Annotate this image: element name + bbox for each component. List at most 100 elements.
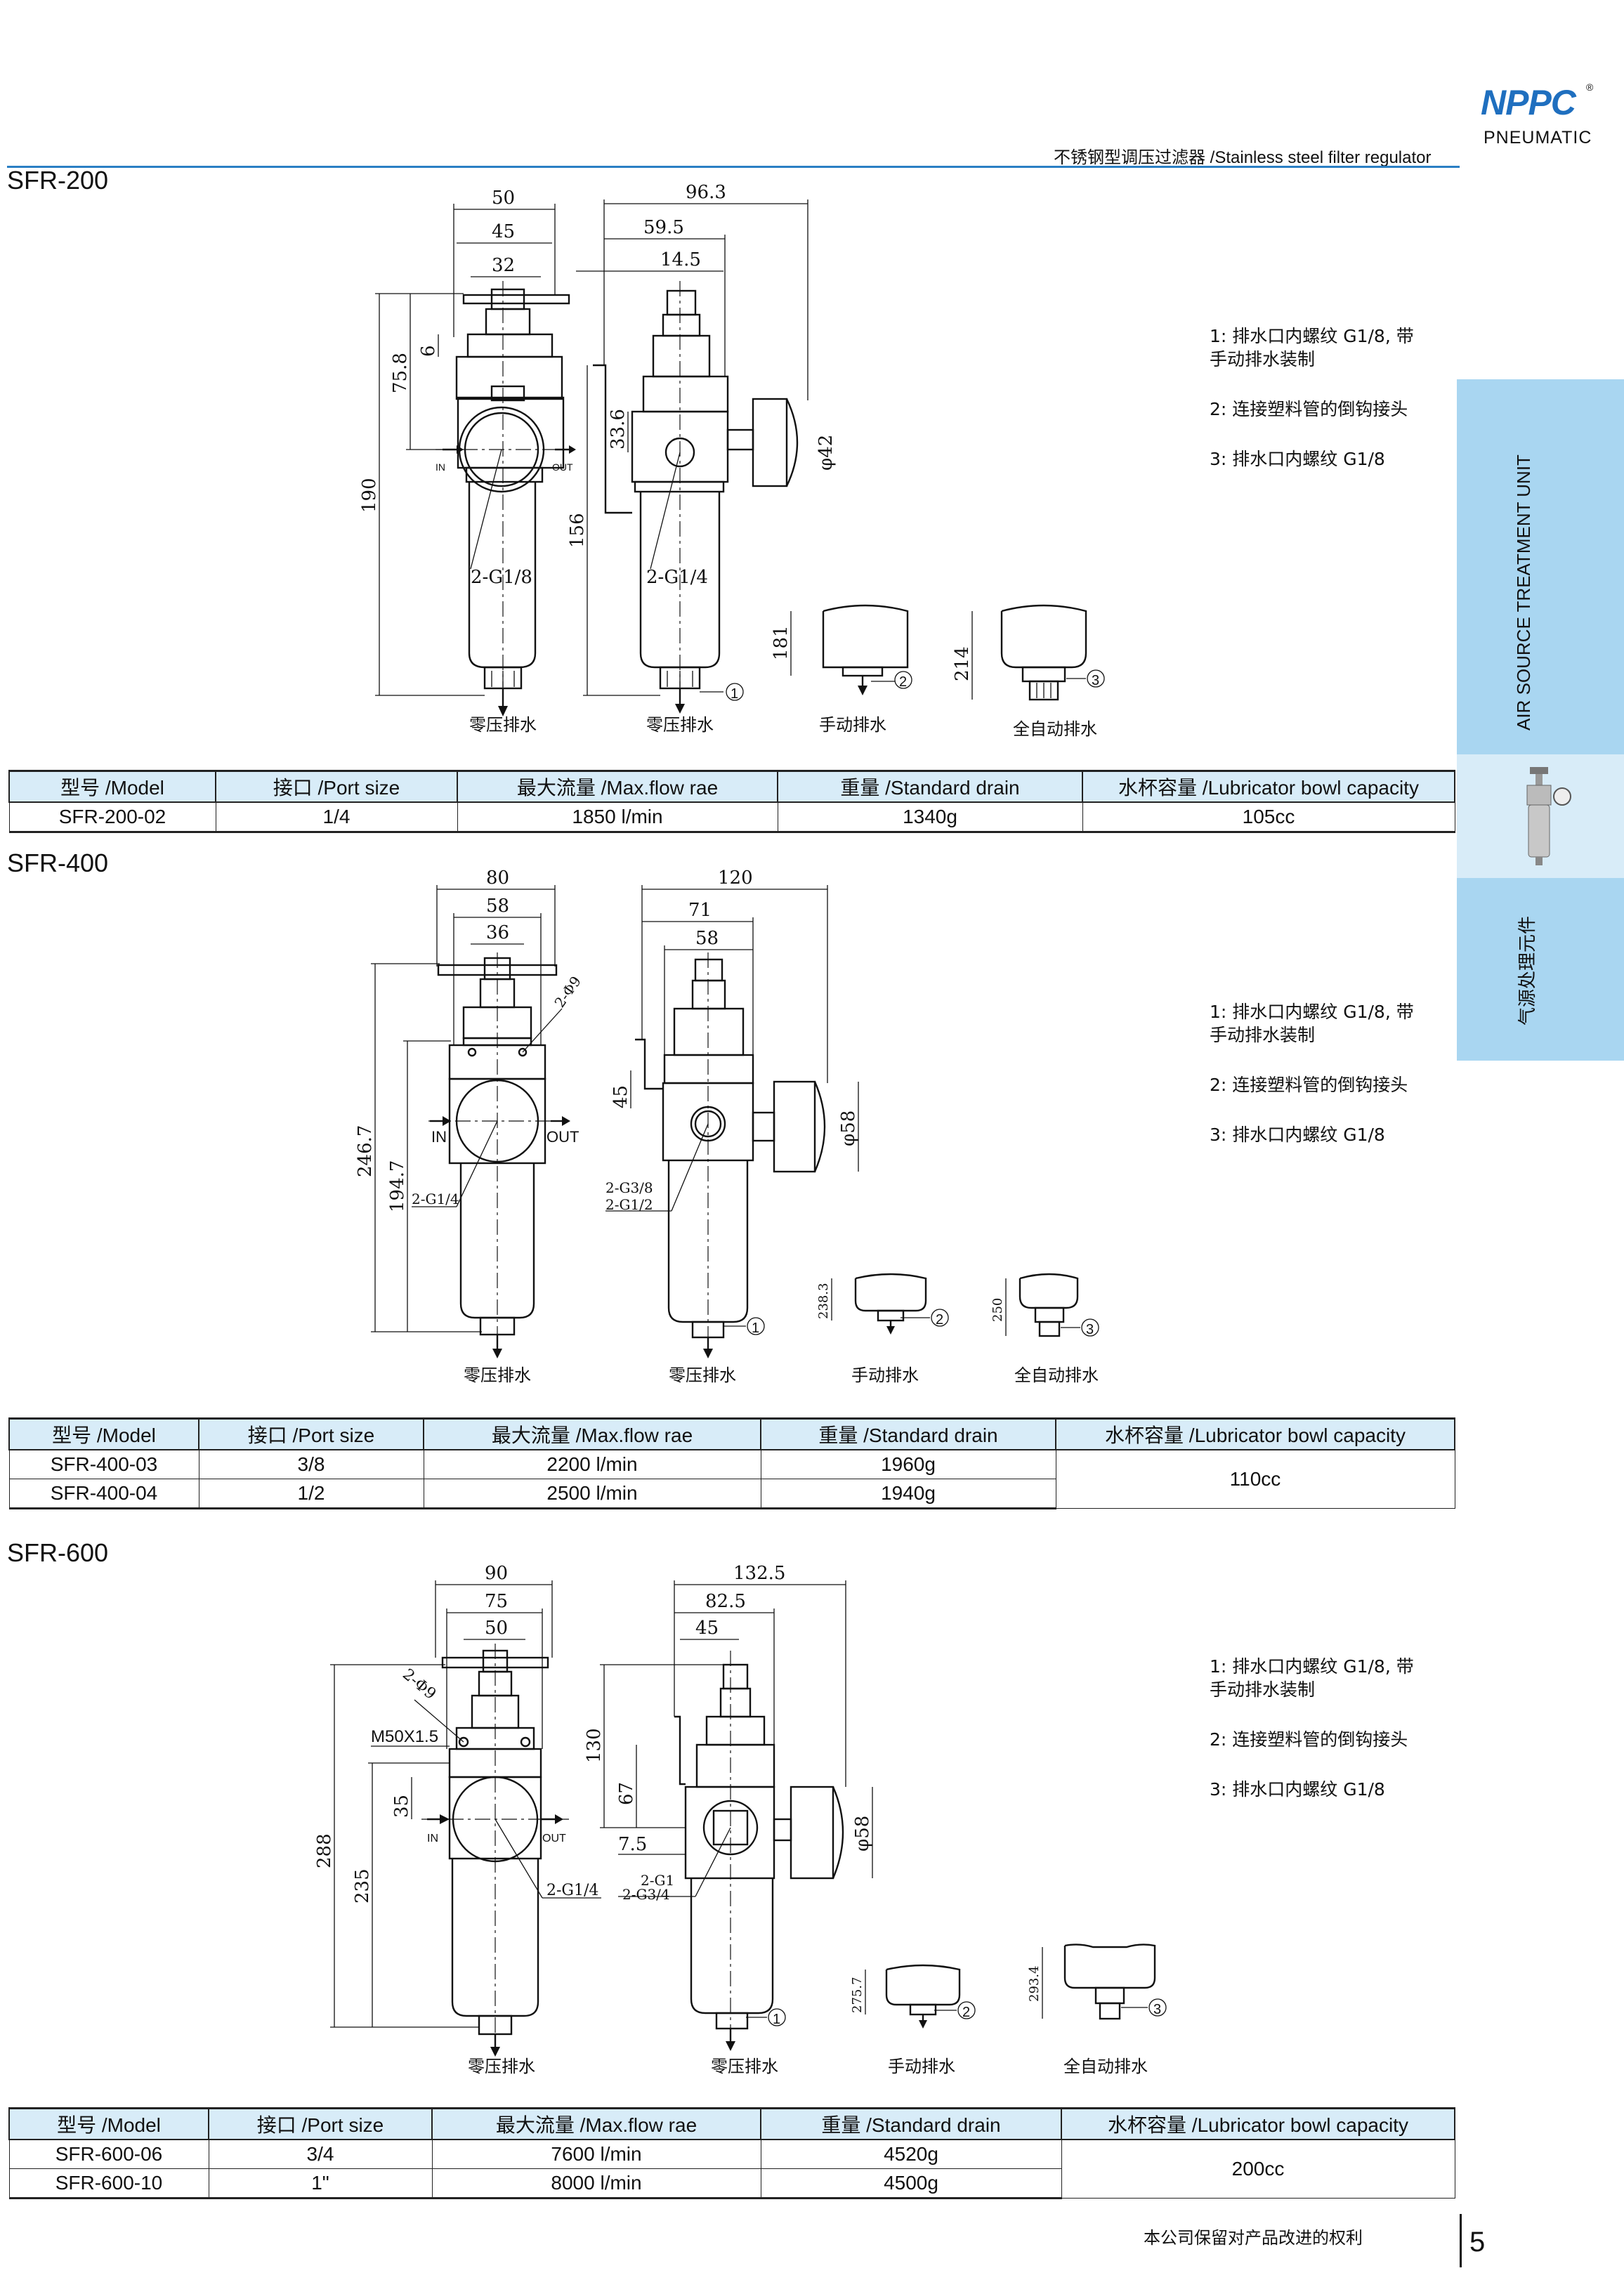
sfr-600-dim-side-w1: 132.5: [733, 1563, 785, 1584]
cell-flow: 7600 l/min: [431, 2139, 761, 2169]
sfr-600-dim-auto-h: 293.4: [1027, 1965, 1042, 2002]
col-model: 型号 /Model: [8, 2107, 209, 2140]
sfr-200-in-label: IN: [436, 461, 445, 473]
side-tab-category-cn: 气源处理元件: [1457, 878, 1624, 1061]
cell-model: SFR-200-02: [8, 801, 216, 833]
sfr-400-out-label: OUT: [546, 1128, 579, 1146]
sfr-400-dim-front-w1: 80: [486, 867, 509, 889]
col-weight: 重量 /Standard drain: [760, 1417, 1056, 1450]
page-number: 5: [1469, 2227, 1486, 2258]
sfr-400-manual-drain-label: 手动排水: [851, 1365, 919, 1385]
sfr-600-front-view: IN OUT 2-Φ9 M50X1.5 2-G1/4 90 75 50 288 …: [314, 1563, 601, 2076]
sfr-400-front-port: 2-G1/4: [412, 1191, 459, 1207]
col-flow: 最大流量 /Max.flow rae: [423, 1417, 761, 1450]
cell-weight: 4520g: [760, 2139, 1062, 2169]
sfr-600-callout-3: 3: [1153, 2002, 1161, 2017]
cell-flow: 2200 l/min: [423, 1449, 761, 1479]
sfr-600-manual-drain-detail: 2 275.7 手动排水: [850, 1964, 976, 2076]
sfr-600-spec-table: 型号 /Model 接口 /Port size 最大流量 /Max.flow r…: [8, 2107, 1455, 2199]
table-header-row: 型号 /Model 接口 /Port size 最大流量 /Max.flow r…: [8, 1417, 1455, 1450]
table-header-row: 型号 /Model 接口 /Port size 最大流量 /Max.flow r…: [8, 770, 1455, 803]
cell-port: 1": [208, 2168, 433, 2199]
sfr-600-dim-side-h-mid: 67: [616, 1782, 637, 1805]
table-header-row: 型号 /Model 接口 /Port size 最大流量 /Max.flow r…: [8, 2107, 1455, 2140]
sfr-400-dim-front-w3: 36: [486, 922, 509, 943]
sfr-200-callout-2: 2: [899, 674, 907, 690]
registered-mark: ®: [1586, 81, 1594, 93]
sfr-200-spec-table: 型号 /Model 接口 /Port size 最大流量 /Max.flow r…: [8, 770, 1455, 833]
footer-divider: [1460, 2214, 1462, 2267]
sfr-200-dim-side-h-total: 156: [567, 513, 588, 548]
page-header-title: 不锈钢型调压过滤器 /Stainless steel filter regula…: [1054, 148, 1432, 167]
sfr-400-spec-table: 型号 /Model 接口 /Port size 最大流量 /Max.flow r…: [8, 1417, 1455, 1509]
cell-capacity: 110cc: [1055, 1449, 1455, 1509]
sfr-200-dim-front-w2: 45: [492, 221, 515, 242]
brand-subtitle: PNEUMATIC: [1484, 128, 1592, 148]
cell-capacity: 200cc: [1061, 2139, 1455, 2199]
cell-port: 3/8: [198, 1449, 424, 1479]
sfr-200-dim-side-w1: 96.3: [686, 182, 726, 203]
sfr-200-notes: 1: 排水口内螺纹 G1/8, 带手动排水装制 2: 连接塑料管的倒钩接头 3:…: [1210, 325, 1420, 497]
sfr-200-callout-1: 1: [731, 686, 738, 702]
sfr-400-dim-side-h-mid: 45: [610, 1085, 631, 1108]
sfr-400-dim-front-w2: 58: [486, 896, 509, 917]
sfr-200-manual-drain-label: 手动排水: [819, 715, 886, 735]
col-port: 接口 /Port size: [208, 2107, 433, 2140]
sfr-600-auto-drain-detail: 3 293.4 全自动排水: [1027, 1944, 1167, 2076]
cell-capacity: 105cc: [1082, 801, 1455, 833]
sfr-600-dim-side-h-upper: 130: [584, 1728, 605, 1763]
sfr-200-dim-front-w3: 32: [492, 255, 515, 276]
sfr-200-auto-drain-detail: 3 214 全自动排水: [952, 604, 1105, 739]
sfr-200-auto-drain-label: 全自动排水: [1013, 719, 1097, 739]
sfr-600-out-label: OUT: [542, 1833, 566, 1845]
sfr-400-side-port-b: 2-G1/2: [605, 1196, 653, 1213]
cell-model: SFR-600-06: [8, 2139, 209, 2169]
sfr-600-side-drain-label: 零压排水: [711, 2057, 778, 2076]
col-capacity: 水杯容量 /Lubricator bowl capacity: [1055, 1417, 1455, 1450]
sfr-400-dim-manual-h: 238.3: [816, 1283, 831, 1319]
sfr-600-dim-front-w1: 90: [485, 1563, 508, 1584]
sfr-600-dim-gauge: φ58: [852, 1816, 873, 1852]
col-model: 型号 /Model: [8, 1417, 199, 1450]
sfr-600-callout-1: 1: [773, 2012, 780, 2027]
sfr-400-callout-3: 3: [1086, 1322, 1094, 1337]
logo-text: NPPC: [1481, 83, 1576, 122]
sfr-200-note-1: 1: 排水口内螺纹 G1/8, 带手动排水装制: [1210, 326, 1414, 369]
sfr-600-side-port-b: 2-G3/4: [622, 1886, 670, 1903]
col-model: 型号 /Model: [8, 770, 216, 803]
sfr-600-manual-drain-label: 手动排水: [888, 2057, 955, 2076]
sfr-400-notes: 1: 排水口内螺纹 G1/8, 带手动排水装制 2: 连接塑料管的倒钩接头 3:…: [1210, 1000, 1420, 1173]
cell-weight: 4500g: [760, 2168, 1062, 2199]
sfr-200-side-port: 2-G1/4: [646, 567, 708, 588]
table-row: SFR-200-02 1/4 1850 l/min 1340g 105cc: [8, 801, 1455, 833]
sfr-600-dim-front-w2: 75: [485, 1591, 508, 1612]
sfr-200-note-2: 2: 连接塑料管的倒钩接头: [1210, 399, 1408, 419]
sfr-600-note-1: 1: 排水口内螺纹 G1/8, 带手动排水装制: [1210, 1656, 1414, 1700]
sfr-600-dim-front-h-total: 288: [314, 1833, 335, 1868]
col-weight: 重量 /Standard drain: [777, 770, 1083, 803]
sfr-200-drawing: IN OUT 2-G1/8 50 45 32 190 75.8 6 零压排水: [359, 182, 1105, 739]
side-tab-category: AIR SOURCE TREATMENT UNIT: [1457, 379, 1624, 754]
col-port: 接口 /Port size: [198, 1417, 424, 1450]
section-title-sfr-200: SFR-200: [7, 166, 109, 195]
sfr-400-front-view: IN OUT 2-Φ9 2-G1/4 80 58 36 246.7 194.7 …: [355, 867, 584, 1385]
sfr-600-dim-side-w3: 45: [695, 1618, 719, 1639]
table-row: SFR-400-04 1/2 2500 l/min 1940g: [8, 1479, 1455, 1509]
sfr-400-dim-auto-h: 250: [990, 1298, 1005, 1322]
sfr-400-dim-side-w2: 71: [688, 900, 712, 921]
sfr-600-callout-2: 2: [962, 2005, 970, 2020]
sfr-400-note-3: 3: 排水口内螺纹 G1/8: [1210, 1125, 1385, 1145]
sfr-400-side-view: 2-G3/8 2-G1/2 1 120 71 58 45 φ58 零压排水: [605, 867, 859, 1385]
sfr-200-side-view: 2-G1/4 1 96.3 59.5 14.5 156 33.6 φ42 零压排…: [567, 182, 837, 735]
sfr-400-in-label: IN: [431, 1128, 447, 1146]
cell-flow: 1850 l/min: [457, 801, 778, 833]
sfr-200-front-drain-label: 零压排水: [469, 715, 537, 735]
sfr-200-dim-side-h-mid: 33.6: [608, 409, 629, 450]
sfr-200-dim-front-h-small: 6: [418, 345, 439, 357]
cell-model: SFR-400-04: [8, 1479, 199, 1509]
sfr-400-side-port-a: 2-G3/8: [605, 1179, 653, 1196]
sfr-200-dim-front-h-total: 190: [359, 478, 380, 513]
cell-model: SFR-400-03: [8, 1449, 199, 1479]
side-tab-product-thumbnail: [1457, 754, 1624, 878]
sfr-400-callout-1: 1: [752, 1321, 759, 1336]
